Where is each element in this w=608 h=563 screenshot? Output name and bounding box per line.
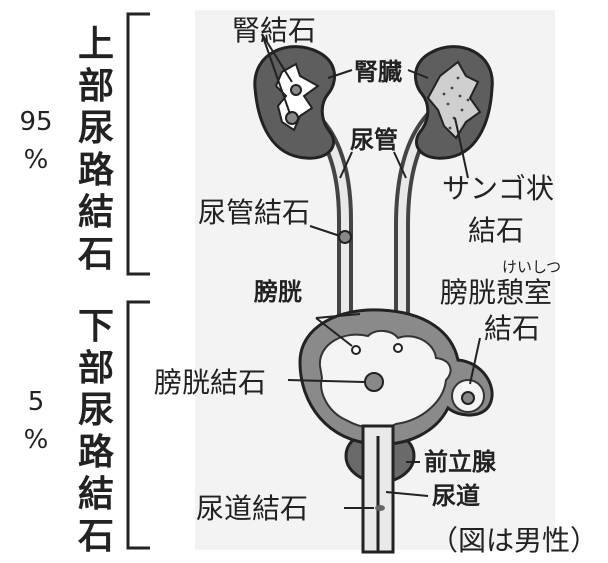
svg-text:尿: 尿 — [78, 108, 114, 149]
diverticulum-stone-mark — [462, 392, 474, 404]
bladder-stone-mark — [365, 373, 383, 391]
upper-urinary-tract-stones-label: 上 部 尿 路 結 石 — [78, 24, 115, 275]
upper-percent-value: 95 — [19, 107, 52, 137]
kidney-stone-label: 腎結石 — [232, 14, 316, 47]
ureter-label: 尿管 — [350, 126, 398, 154]
figure-note: （図は男性） — [430, 524, 598, 557]
svg-text:結: 結 — [78, 192, 114, 233]
bladder-stone-label: 膀胱結石 — [154, 366, 266, 399]
kidney-label: 腎臓 — [354, 58, 402, 86]
prostate-label: 前立腺 — [424, 448, 497, 476]
staghorn-stone-label-line1: サンゴ状 — [442, 172, 554, 205]
kidney-stone-mark-2 — [286, 112, 298, 124]
urethral-stone-label: 尿道結石 — [196, 492, 308, 525]
ureteral-stone-label: 尿管結石 — [198, 196, 310, 229]
lower-percent-sign: % — [24, 425, 49, 455]
lower-percent-value: 5 — [28, 387, 45, 417]
svg-text:石: 石 — [78, 234, 114, 275]
svg-text:下: 下 — [78, 306, 114, 347]
lower-urinary-tract-stones-label: 下 部 尿 路 結 石 — [78, 306, 115, 557]
diverticulum-stone-label-line1: 膀胱憩室 — [440, 276, 552, 309]
urethra-shape — [363, 426, 393, 552]
svg-text:路: 路 — [78, 150, 115, 191]
svg-text:尿: 尿 — [78, 390, 114, 431]
bladder-label: 膀胱 — [253, 278, 302, 306]
lower-bracket — [128, 302, 150, 548]
svg-text:石: 石 — [78, 516, 114, 557]
staghorn-stone-label-line2: 結石 — [468, 214, 524, 247]
ureteral-stone-mark — [339, 231, 351, 243]
upper-bracket — [128, 14, 150, 274]
diverticulum-stone-label-line2: 結石 — [484, 312, 540, 345]
diverticulum-ruby: けいしつ — [502, 258, 561, 276]
svg-text:路: 路 — [78, 432, 115, 473]
urethra-label: 尿道 — [432, 482, 480, 510]
upper-percent-sign: % — [24, 145, 49, 175]
svg-text:部: 部 — [78, 348, 114, 389]
svg-text:上: 上 — [78, 24, 114, 65]
kidney-stone-mark-1 — [291, 85, 301, 95]
svg-text:部: 部 — [78, 66, 114, 107]
svg-text:結: 結 — [78, 474, 114, 515]
